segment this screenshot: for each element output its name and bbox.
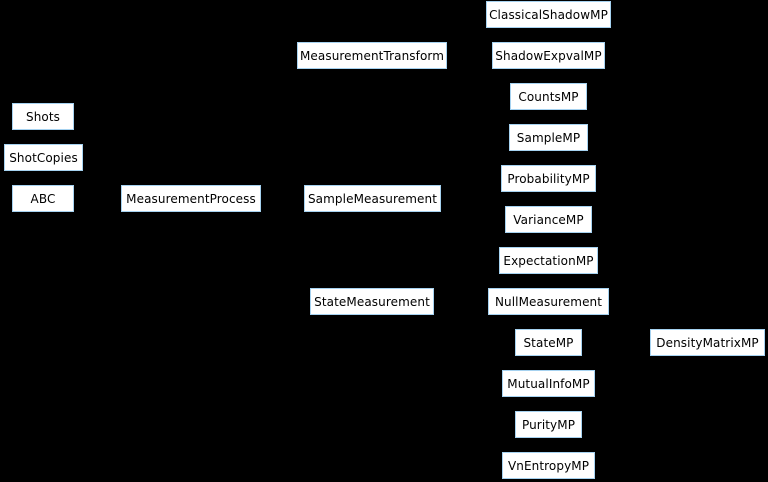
edge-sample-measurement-to-sample-mp bbox=[441, 137, 509, 199]
class-node-density-matrix-mp[interactable]: DensityMatrixMP bbox=[650, 329, 765, 356]
class-node-sample-mp[interactable]: SampleMP bbox=[509, 124, 588, 151]
class-node-label: StateMeasurement bbox=[314, 294, 430, 309]
class-node-label: StateMP bbox=[523, 335, 574, 350]
class-node-probability-mp[interactable]: ProbabilityMP bbox=[501, 165, 596, 192]
edge-sample-measurement-to-expectation-mp bbox=[441, 198, 499, 261]
class-node-state-measurement[interactable]: StateMeasurement bbox=[310, 288, 434, 315]
class-node-abc[interactable]: ABC bbox=[12, 185, 74, 212]
edge-state-measurement-to-vn-entropy-mp bbox=[434, 301, 502, 466]
class-node-label: ABC bbox=[30, 191, 56, 206]
edge-sample-measurement-to-probability-mp bbox=[441, 178, 501, 199]
class-node-label: ShotCopies bbox=[9, 150, 78, 165]
class-node-label: MeasurementTransform bbox=[299, 48, 445, 63]
class-node-label: Shots bbox=[25, 109, 61, 124]
edge-sample-measurement-to-null-measurement bbox=[441, 198, 488, 302]
edge-sample-measurement-to-variance-mp bbox=[441, 198, 505, 220]
class-node-label: VnEntropyMP bbox=[507, 458, 590, 473]
class-node-expectation-mp[interactable]: ExpectationMP bbox=[499, 247, 598, 274]
class-node-label: ShadowExpvalMP bbox=[495, 48, 602, 63]
class-node-sample-measurement[interactable]: SampleMeasurement bbox=[304, 185, 441, 212]
class-node-counts-mp[interactable]: CountsMP bbox=[510, 83, 587, 110]
class-node-variance-mp[interactable]: VarianceMP bbox=[505, 206, 592, 233]
class-node-label: MeasurementProcess bbox=[126, 191, 256, 206]
class-node-state-mp[interactable]: StateMP bbox=[515, 329, 582, 356]
class-node-classical-shadow-mp[interactable]: ClassicalShadowMP bbox=[486, 1, 611, 28]
class-node-label: VarianceMP bbox=[513, 212, 584, 227]
class-node-label: ExpectationMP bbox=[503, 253, 594, 268]
edge-measurement-transform-to-classical-shadow-mp bbox=[447, 14, 486, 56]
class-node-label: CountsMP bbox=[518, 89, 579, 104]
class-node-label: ProbabilityMP bbox=[507, 171, 590, 186]
class-node-label: SampleMP bbox=[516, 130, 581, 145]
edge-measurement-process-to-measurement-transform bbox=[261, 55, 297, 199]
class-node-shot-copies[interactable]: ShotCopies bbox=[4, 144, 83, 171]
class-node-purity-mp[interactable]: PurityMP bbox=[515, 411, 582, 438]
edge-measurement-process-to-state-measurement bbox=[261, 198, 310, 302]
class-node-shots[interactable]: Shots bbox=[12, 103, 74, 130]
class-node-vn-entropy-mp[interactable]: VnEntropyMP bbox=[502, 452, 595, 479]
class-node-label: SampleMeasurement bbox=[307, 191, 438, 206]
edge-sample-measurement-to-counts-mp bbox=[441, 96, 510, 199]
class-node-label: DensityMatrixMP bbox=[656, 335, 759, 350]
class-node-label: MutualInfoMP bbox=[507, 376, 590, 391]
class-node-mutual-info-mp[interactable]: MutualInfoMP bbox=[502, 370, 595, 397]
class-node-measurement-transform[interactable]: MeasurementTransform bbox=[297, 42, 447, 69]
class-node-label: PurityMP bbox=[521, 417, 576, 432]
class-node-null-measurement[interactable]: NullMeasurement bbox=[488, 288, 609, 315]
class-node-measurement-process[interactable]: MeasurementProcess bbox=[121, 185, 261, 212]
class-node-label: NullMeasurement bbox=[494, 294, 603, 309]
class-node-label: ClassicalShadowMP bbox=[489, 7, 608, 22]
edge-state-measurement-to-purity-mp bbox=[434, 301, 515, 425]
class-node-shadow-expval-mp[interactable]: ShadowExpvalMP bbox=[492, 42, 605, 69]
